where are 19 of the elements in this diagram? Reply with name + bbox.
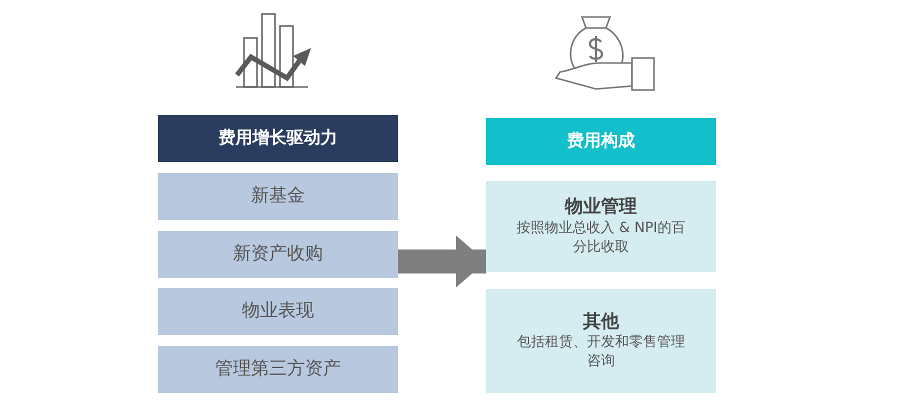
list-box [158,173,398,220]
box-label: 物业管理 [565,196,637,218]
list-box [158,346,398,393]
block-arrow [398,236,486,288]
header-bar [486,118,716,165]
header-bar [158,115,398,162]
info-card [486,289,716,393]
list-box [158,288,398,335]
box-label: 其他 [583,310,619,333]
box-description: 包括租赁、开发和零售管理咨询 [516,333,686,372]
box-label: 物业表现 [242,300,314,323]
box-label: 费用增长驱动力 [218,128,338,150]
info-card [486,181,716,272]
box-label: 费用构成 [567,130,635,152]
box-label: 新基金 [251,185,305,208]
box-description: 按照物业总收入 & NPI的百分比收取 [516,218,686,257]
box-label: 管理第三方资产 [215,358,341,381]
list-box [158,231,398,278]
box-label: 新资产收购 [233,243,323,266]
